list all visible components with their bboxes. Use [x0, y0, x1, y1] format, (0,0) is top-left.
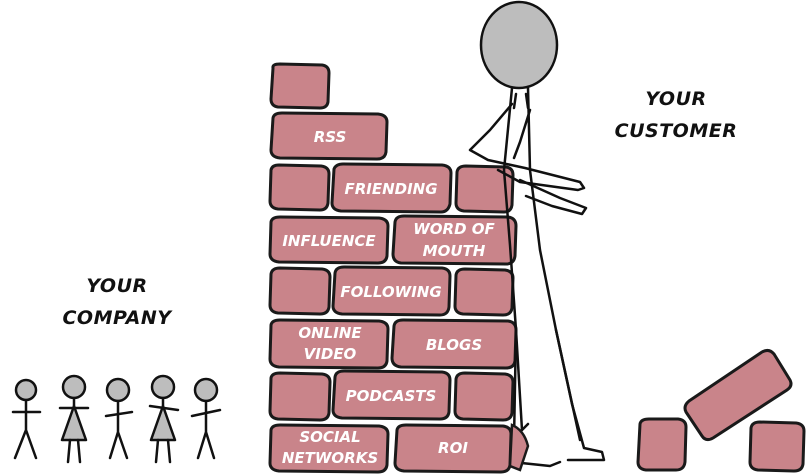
customer-head — [479, 0, 559, 90]
brick-wall: RSS FRIENDING INFLUENCE WORD OF MOUTH FO… — [268, 62, 518, 474]
brick-left-row5 — [268, 266, 332, 316]
brick-left-row7 — [268, 371, 332, 422]
brick-left-row3 — [268, 163, 331, 212]
company-figure-5 — [190, 377, 222, 460]
brick-right-row3 — [454, 164, 515, 214]
brick-podcasts — [331, 369, 452, 421]
brick-label-following: FOLLOWING — [340, 283, 441, 301]
fallen-brick-right — [748, 420, 806, 473]
company-figure-4 — [148, 374, 180, 464]
brick-social-networks — [268, 423, 390, 474]
brick-label-influence: INFLUENCE — [282, 232, 376, 250]
brick-label-social-networks-1: SOCIAL — [299, 428, 360, 446]
brick-label-friending: FRIENDING — [344, 180, 437, 198]
brick-online-video — [268, 318, 390, 370]
fallen-bricks — [636, 348, 806, 473]
brick-label-rss: RSS — [314, 128, 347, 146]
fallen-brick-tilted — [683, 348, 793, 442]
brick-label-online-video-2: VIDEO — [304, 345, 357, 363]
company-label-line2: COMPANY — [62, 307, 173, 329]
customer-label-line2: CUSTOMER — [615, 120, 738, 142]
customer-label-line1: YOUR — [645, 88, 706, 110]
brick-label-podcasts: PODCASTS — [346, 387, 437, 405]
customer-foot-on-brick — [508, 423, 530, 472]
brick-right-row5 — [453, 267, 515, 317]
company-stick-figures — [11, 374, 222, 464]
brick-rss — [269, 111, 389, 161]
brick-label-word-of-mouth-1: WORD OF — [413, 220, 495, 238]
company-figure-2 — [58, 374, 90, 464]
company-label-line1: YOUR — [86, 275, 147, 297]
brick-top — [269, 62, 331, 110]
brick-label-online-video-1: ONLINE — [298, 324, 362, 342]
brick-following — [331, 265, 452, 317]
brick-label-social-networks-2: NETWORKS — [282, 449, 378, 467]
brick-label-roi: ROI — [438, 439, 468, 457]
company-figure-1 — [11, 378, 42, 460]
brick-influence — [268, 215, 390, 265]
brick-label-word-of-mouth-2: MOUTH — [423, 242, 486, 260]
company-figure-3 — [104, 377, 134, 460]
customer-stick-figure — [468, 0, 606, 472]
brick-word-of-mouth — [391, 214, 518, 266]
brick-friending — [330, 162, 453, 214]
brick-right-row7 — [453, 371, 515, 422]
fallen-brick-left — [636, 417, 688, 472]
brick-label-blogs: BLOGS — [426, 336, 482, 354]
